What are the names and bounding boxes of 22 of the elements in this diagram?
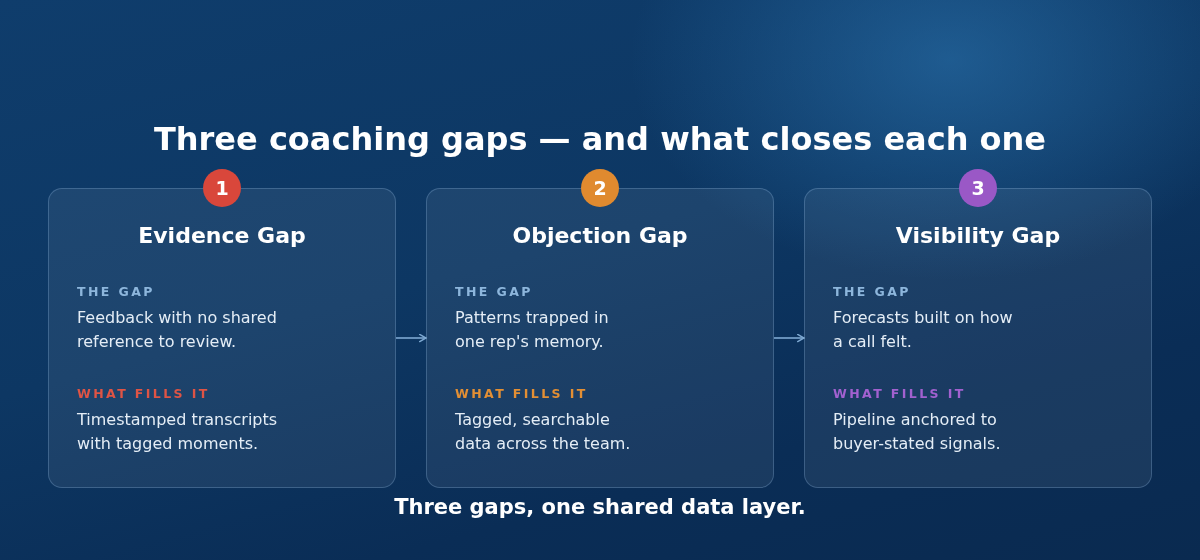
step-number-badge: 1 bbox=[203, 169, 241, 207]
section-label: THE GAP bbox=[77, 284, 155, 300]
body-text: Forecasts built on how a call felt. bbox=[833, 307, 1014, 353]
section-label: WHAT FILLS IT bbox=[455, 386, 588, 402]
body-text: Timestamped transcripts with tagged moments. bbox=[77, 409, 279, 455]
body-text: Patterns trapped in one rep's memory. bbox=[455, 307, 610, 353]
card-title: Objection Gap bbox=[511, 222, 689, 250]
caption: Three gaps, one shared data layer. bbox=[394, 494, 806, 521]
section-label: WHAT FILLS IT bbox=[77, 386, 210, 402]
arrow bbox=[773, 333, 805, 343]
card-title: Visibility Gap bbox=[894, 222, 1062, 250]
arrow bbox=[395, 333, 427, 343]
body-text: Feedback with no shared reference to review. bbox=[77, 307, 278, 353]
body-text: Pipeline anchored to buyer-stated signals. bbox=[833, 409, 1002, 455]
step-number-badge: 3 bbox=[959, 169, 997, 207]
step-number-badge: 2 bbox=[581, 169, 619, 207]
card-title: Evidence Gap bbox=[137, 222, 307, 250]
section-label: WHAT FILLS IT bbox=[833, 386, 966, 402]
section-label: THE GAP bbox=[833, 284, 911, 300]
diagram-title: Three coaching gaps — and what closes each one bbox=[153, 119, 1047, 160]
body-text: Tagged, searchable data across the team. bbox=[455, 409, 631, 455]
section-label: THE GAP bbox=[455, 284, 533, 300]
